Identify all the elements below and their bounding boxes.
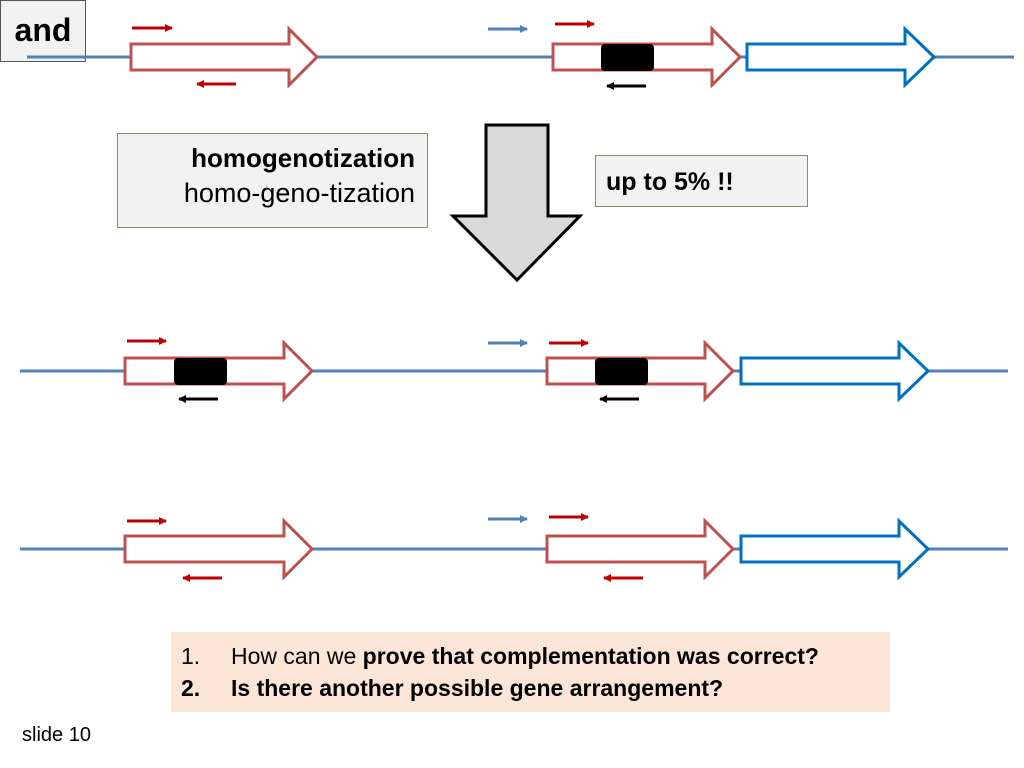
percent-label: up to 5% !! <box>606 168 734 196</box>
question-number: 2. <box>181 674 201 701</box>
insertion-block <box>174 358 227 385</box>
and-label-box: and <box>0 0 86 62</box>
question-item: 2. Is there another possible gene arrang… <box>181 672 890 704</box>
down-arrow <box>449 123 584 283</box>
question-bold: prove that complementation was correct? <box>362 642 819 669</box>
question-item: 1. How can we prove that complementation… <box>181 640 890 672</box>
slide-number: slide 10 <box>22 724 91 746</box>
question-bold: Is there another possible gene arrangeme… <box>231 674 724 701</box>
homogenotization-label-box: homogenotization homo-geno-tization <box>117 133 428 228</box>
and-label: and <box>14 12 72 48</box>
gene-arrow-red-left <box>123 517 315 581</box>
homogenotization-title: homogenotization <box>191 143 415 173</box>
gene-arrow-red-right <box>545 517 736 581</box>
homogenotization-syllables: homo-geno-tization <box>183 178 415 208</box>
row-homogenotized <box>20 337 1008 403</box>
question-plain: How can we <box>231 642 363 669</box>
insertion-block <box>595 358 648 385</box>
question-text: How can we prove that complementation wa… <box>231 643 819 670</box>
questions-box: 1. How can we prove that complementation… <box>171 632 890 712</box>
insertion-block <box>601 44 654 71</box>
gene-arrow-red-left <box>129 25 320 89</box>
row-original <box>27 20 1014 90</box>
row-wildtype <box>20 513 1008 582</box>
gene-arrow-blue <box>739 339 931 403</box>
gene-arrow-blue <box>739 517 931 581</box>
question-number: 1. <box>181 642 201 669</box>
percent-label-box: up to 5% !! <box>595 155 808 207</box>
gene-arrow-blue <box>745 25 937 89</box>
question-text: Is there another possible gene arrangeme… <box>231 675 723 702</box>
